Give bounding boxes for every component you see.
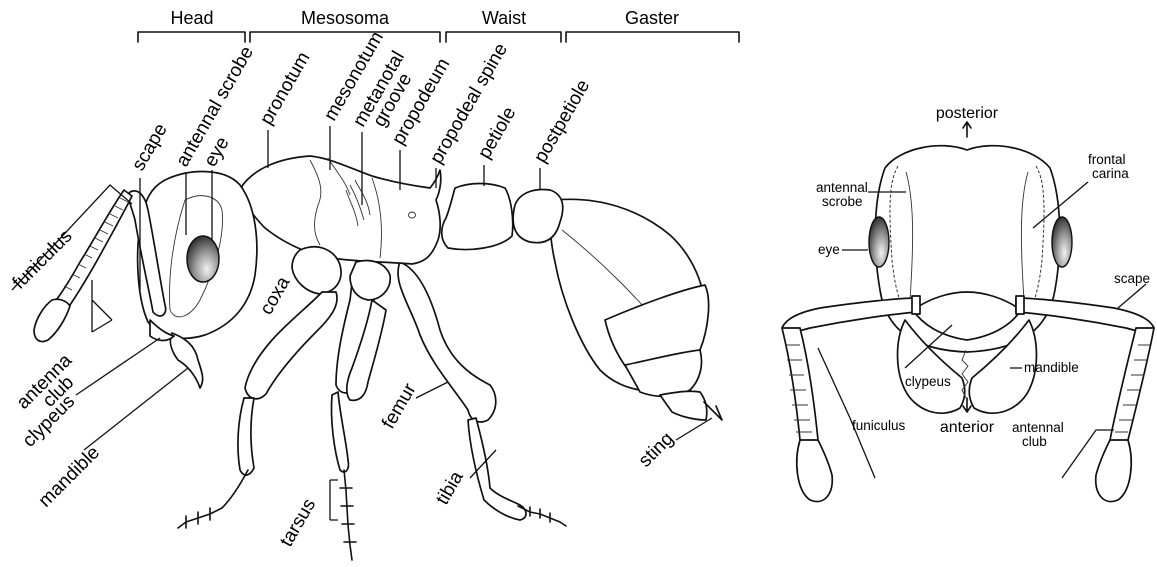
right-socket xyxy=(1016,296,1024,314)
antenna-club-bracket xyxy=(92,280,112,332)
section-gaster-label: Gaster xyxy=(625,8,679,28)
section-brackets: Head Mesosoma Waist Gaster xyxy=(138,8,739,42)
label-antennal-club-1: antennal xyxy=(1012,420,1064,435)
petiole-node xyxy=(442,184,513,250)
label-tibia: tibia xyxy=(432,467,468,508)
label-antennal-club-2: club xyxy=(1022,434,1047,449)
section-waist: Waist xyxy=(446,8,561,42)
front-left-eye xyxy=(869,217,889,267)
label-pronotum: pronotum xyxy=(256,48,314,128)
label-mandible: mandible xyxy=(35,442,104,511)
label-funiculus: funiculus xyxy=(9,226,77,294)
label-scape-front: scape xyxy=(1114,271,1150,286)
front-left-club xyxy=(797,440,832,502)
antenna-club-shape xyxy=(34,299,70,341)
front-right-eye xyxy=(1052,217,1072,267)
label-petiole: petiole xyxy=(474,104,520,163)
label-postpetiole: postpetiole xyxy=(530,76,594,166)
mid-leg-coxa xyxy=(350,261,390,300)
mesosoma xyxy=(242,156,441,264)
waist-nodes xyxy=(442,184,563,250)
clypeus-leader xyxy=(76,338,160,395)
side-view-ant: funiculus scape antennal scrobe eye pron… xyxy=(9,28,722,560)
left-socket xyxy=(912,296,920,314)
front-leg-tarsus xyxy=(178,470,248,528)
postpetiole-node xyxy=(513,190,563,243)
front-right-club xyxy=(1096,440,1131,502)
label-tarsus: tarsus xyxy=(276,495,320,550)
label-clypeus-front: clypeus xyxy=(905,374,951,389)
label-sting: sting xyxy=(635,428,678,471)
gaster-bracket xyxy=(566,32,739,42)
label-antennal-front: antennal xyxy=(816,180,868,195)
front-view-head: posterior anterior xyxy=(782,105,1154,502)
scape-leader-front xyxy=(1118,284,1146,308)
front-left-funiculus xyxy=(782,328,818,448)
front-right-funiculus xyxy=(1110,328,1154,448)
hind-legs xyxy=(331,262,566,560)
coxa-shape xyxy=(292,247,341,294)
section-mesosoma: Mesosoma xyxy=(250,8,440,42)
hind-leg-tibia xyxy=(468,418,526,520)
sting-leader xyxy=(676,418,712,440)
posterior-arrow xyxy=(963,122,971,137)
label-scrobe-front: scrobe xyxy=(822,194,863,209)
label-scape: scape xyxy=(128,120,172,174)
label-mandible-front: mandible xyxy=(1024,360,1079,375)
femur-leader xyxy=(416,382,448,398)
label-coxa: coxa xyxy=(256,273,294,319)
section-head-label: Head xyxy=(170,8,213,28)
mid-leg-tibia xyxy=(331,392,348,472)
gaster xyxy=(550,199,722,420)
label-anterior: anterior xyxy=(940,419,995,436)
compound-eye xyxy=(187,236,219,282)
front-tarsus-segments xyxy=(186,508,210,528)
section-waist-label: Waist xyxy=(482,8,526,28)
mandible-leader xyxy=(84,368,188,450)
section-mesosoma-label: Mesosoma xyxy=(301,8,390,28)
front-leg-tibia xyxy=(238,398,254,475)
waist-bracket xyxy=(446,32,561,42)
label-carina: carina xyxy=(1092,166,1129,181)
section-gaster: Gaster xyxy=(566,8,739,42)
head-bracket xyxy=(138,32,245,42)
label-frontal: frontal xyxy=(1088,152,1126,167)
label-eye-front: eye xyxy=(818,242,840,257)
mandible-shape xyxy=(170,333,202,388)
mid-leg-tarsus xyxy=(344,470,352,560)
label-femur: femur xyxy=(378,379,421,432)
mesosoma-bracket xyxy=(250,32,440,42)
hind-tarsus-segments xyxy=(530,507,550,522)
label-posterior: posterior xyxy=(936,105,999,122)
label-funiculus-front: funiculus xyxy=(852,418,906,433)
gaster-tip xyxy=(660,391,707,420)
section-head: Head xyxy=(138,8,245,42)
mesosoma-body xyxy=(242,156,441,264)
tarsus-bracket xyxy=(330,480,338,520)
